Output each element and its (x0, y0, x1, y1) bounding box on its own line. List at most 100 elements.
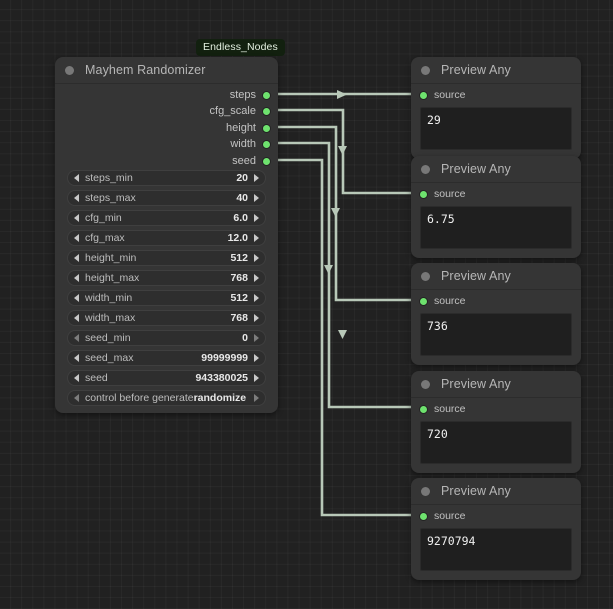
widget-width-max[interactable]: width_max 768 (67, 310, 266, 326)
increment-arrow-icon[interactable] (254, 374, 259, 382)
input-slot-source[interactable]: source (411, 84, 581, 106)
input-slot-source[interactable]: source (411, 290, 581, 312)
widget-value[interactable]: 12.0 (227, 232, 248, 244)
node-header[interactable]: Preview Any (411, 478, 581, 505)
increment-arrow-icon[interactable] (254, 254, 259, 262)
input-port-dot-icon[interactable] (420, 512, 427, 520)
increment-arrow-icon[interactable] (254, 314, 259, 322)
preview-any-node-5[interactable]: Preview Any source 9270794 (411, 478, 581, 580)
output-slot-cfg-scale[interactable]: cfg_scale (210, 104, 270, 118)
preview-any-node-3[interactable]: Preview Any source 736 (411, 263, 581, 365)
output-slot-steps[interactable]: steps (230, 88, 270, 102)
output-slot-height[interactable]: height (226, 121, 270, 135)
preview-value-box[interactable]: 6.75 (420, 206, 572, 249)
widget-value[interactable]: 512 (230, 252, 248, 264)
decrement-arrow-icon[interactable] (74, 314, 79, 322)
widget-value[interactable]: 99999999 (201, 352, 248, 364)
input-port-dot-icon[interactable] (420, 297, 427, 305)
widget-height-max[interactable]: height_max 768 (67, 270, 266, 286)
widget-value[interactable]: 40 (236, 192, 248, 204)
node-header[interactable]: Mayhem Randomizer (55, 57, 278, 84)
increment-arrow-icon[interactable] (254, 214, 259, 222)
decrement-arrow-icon[interactable] (74, 174, 79, 182)
widget-value[interactable]: 0 (242, 332, 248, 344)
decrement-arrow-icon[interactable] (74, 214, 79, 222)
widget-cfg-max[interactable]: cfg_max 12.0 (67, 230, 266, 246)
increment-arrow-icon[interactable] (254, 194, 259, 202)
increment-arrow-icon[interactable] (254, 174, 259, 182)
widget-seed[interactable]: seed 943380025 (67, 370, 266, 386)
widget-steps-min[interactable]: steps_min 20 (67, 170, 266, 186)
output-slot-width[interactable]: width (230, 137, 270, 151)
node-header[interactable]: Preview Any (411, 263, 581, 290)
widget-control-before-generate[interactable]: control before generate randomize (67, 390, 266, 406)
output-slot-label: width (230, 138, 256, 150)
increment-arrow-icon[interactable] (254, 234, 259, 242)
output-port-dot-icon[interactable] (263, 124, 270, 132)
decrement-arrow-icon[interactable] (74, 274, 79, 282)
input-port-dot-icon[interactable] (420, 190, 427, 198)
increment-arrow-icon[interactable] (254, 354, 259, 362)
output-slot-seed[interactable]: seed (232, 154, 270, 168)
increment-arrow-icon[interactable] (254, 294, 259, 302)
input-port-dot-icon[interactable] (420, 91, 427, 99)
widget-value[interactable]: randomize (193, 392, 247, 404)
preview-value-box[interactable]: 720 (420, 421, 572, 464)
collapse-dot-icon[interactable] (65, 65, 74, 75)
decrement-arrow-icon[interactable] (74, 354, 79, 362)
input-slot-source[interactable]: source (411, 183, 581, 205)
widget-value[interactable]: 768 (230, 272, 248, 284)
previous-option-arrow-icon[interactable] (74, 394, 79, 402)
increment-arrow-icon[interactable] (254, 274, 259, 282)
preview-value: 6.75 (427, 212, 455, 226)
widget-height-min[interactable]: height_min 512 (67, 250, 266, 266)
decrement-arrow-icon[interactable] (74, 374, 79, 382)
decrement-arrow-icon[interactable] (74, 254, 79, 262)
widget-steps-max[interactable]: steps_max 40 (67, 190, 266, 206)
decrement-arrow-icon[interactable] (74, 294, 79, 302)
input-slot-label: source (434, 188, 466, 200)
increment-arrow-icon[interactable] (254, 334, 259, 342)
next-option-arrow-icon[interactable] (254, 394, 260, 402)
widget-value[interactable]: 6.0 (233, 212, 248, 224)
widget-value[interactable]: 943380025 (195, 372, 248, 384)
output-port-dot-icon[interactable] (263, 140, 270, 148)
widget-value[interactable]: 512 (230, 292, 248, 304)
preview-value-box[interactable]: 29 (420, 107, 572, 150)
widget-seed-min[interactable]: seed_min 0 (67, 330, 266, 346)
collapse-dot-icon[interactable] (421, 379, 430, 389)
decrement-arrow-icon[interactable] (74, 234, 79, 242)
output-port-dot-icon[interactable] (263, 157, 270, 165)
collapse-dot-icon[interactable] (421, 65, 430, 75)
collapse-dot-icon[interactable] (421, 164, 430, 174)
node-header[interactable]: Preview Any (411, 156, 581, 183)
preview-value: 29 (427, 113, 441, 127)
preview-value-box[interactable]: 736 (420, 313, 572, 356)
output-slot-label: steps (229, 89, 256, 101)
decrement-arrow-icon[interactable] (74, 194, 79, 202)
collapse-dot-icon[interactable] (421, 486, 430, 496)
widget-value[interactable]: 20 (236, 172, 248, 184)
decrement-arrow-icon[interactable] (74, 334, 79, 342)
preview-any-node-1[interactable]: Preview Any source 29 (411, 57, 581, 159)
mayhem-randomizer-node[interactable]: Mayhem Randomizer steps cfg_scale height… (55, 57, 278, 413)
widget-width-min[interactable]: width_min 512 (67, 290, 266, 306)
node-title: Preview Any (441, 269, 511, 283)
widget-value[interactable]: 768 (230, 312, 248, 324)
preview-value-box[interactable]: 9270794 (420, 528, 572, 571)
collapse-dot-icon[interactable] (421, 271, 430, 281)
input-slot-source[interactable]: source (411, 505, 581, 527)
output-port-dot-icon[interactable] (263, 107, 270, 115)
node-header[interactable]: Preview Any (411, 57, 581, 84)
input-port-dot-icon[interactable] (420, 405, 427, 413)
widget-label: seed_max (85, 352, 134, 364)
widget-seed-max[interactable]: seed_max 99999999 (67, 350, 266, 366)
node-header[interactable]: Preview Any (411, 371, 581, 398)
preview-any-node-4[interactable]: Preview Any source 720 (411, 371, 581, 473)
preview-any-node-2[interactable]: Preview Any source 6.75 (411, 156, 581, 258)
input-slot-source[interactable]: source (411, 398, 581, 420)
output-port-dot-icon[interactable] (263, 91, 270, 99)
widget-cfg-min[interactable]: cfg_min 6.0 (67, 210, 266, 226)
widget-label: cfg_max (85, 232, 125, 244)
